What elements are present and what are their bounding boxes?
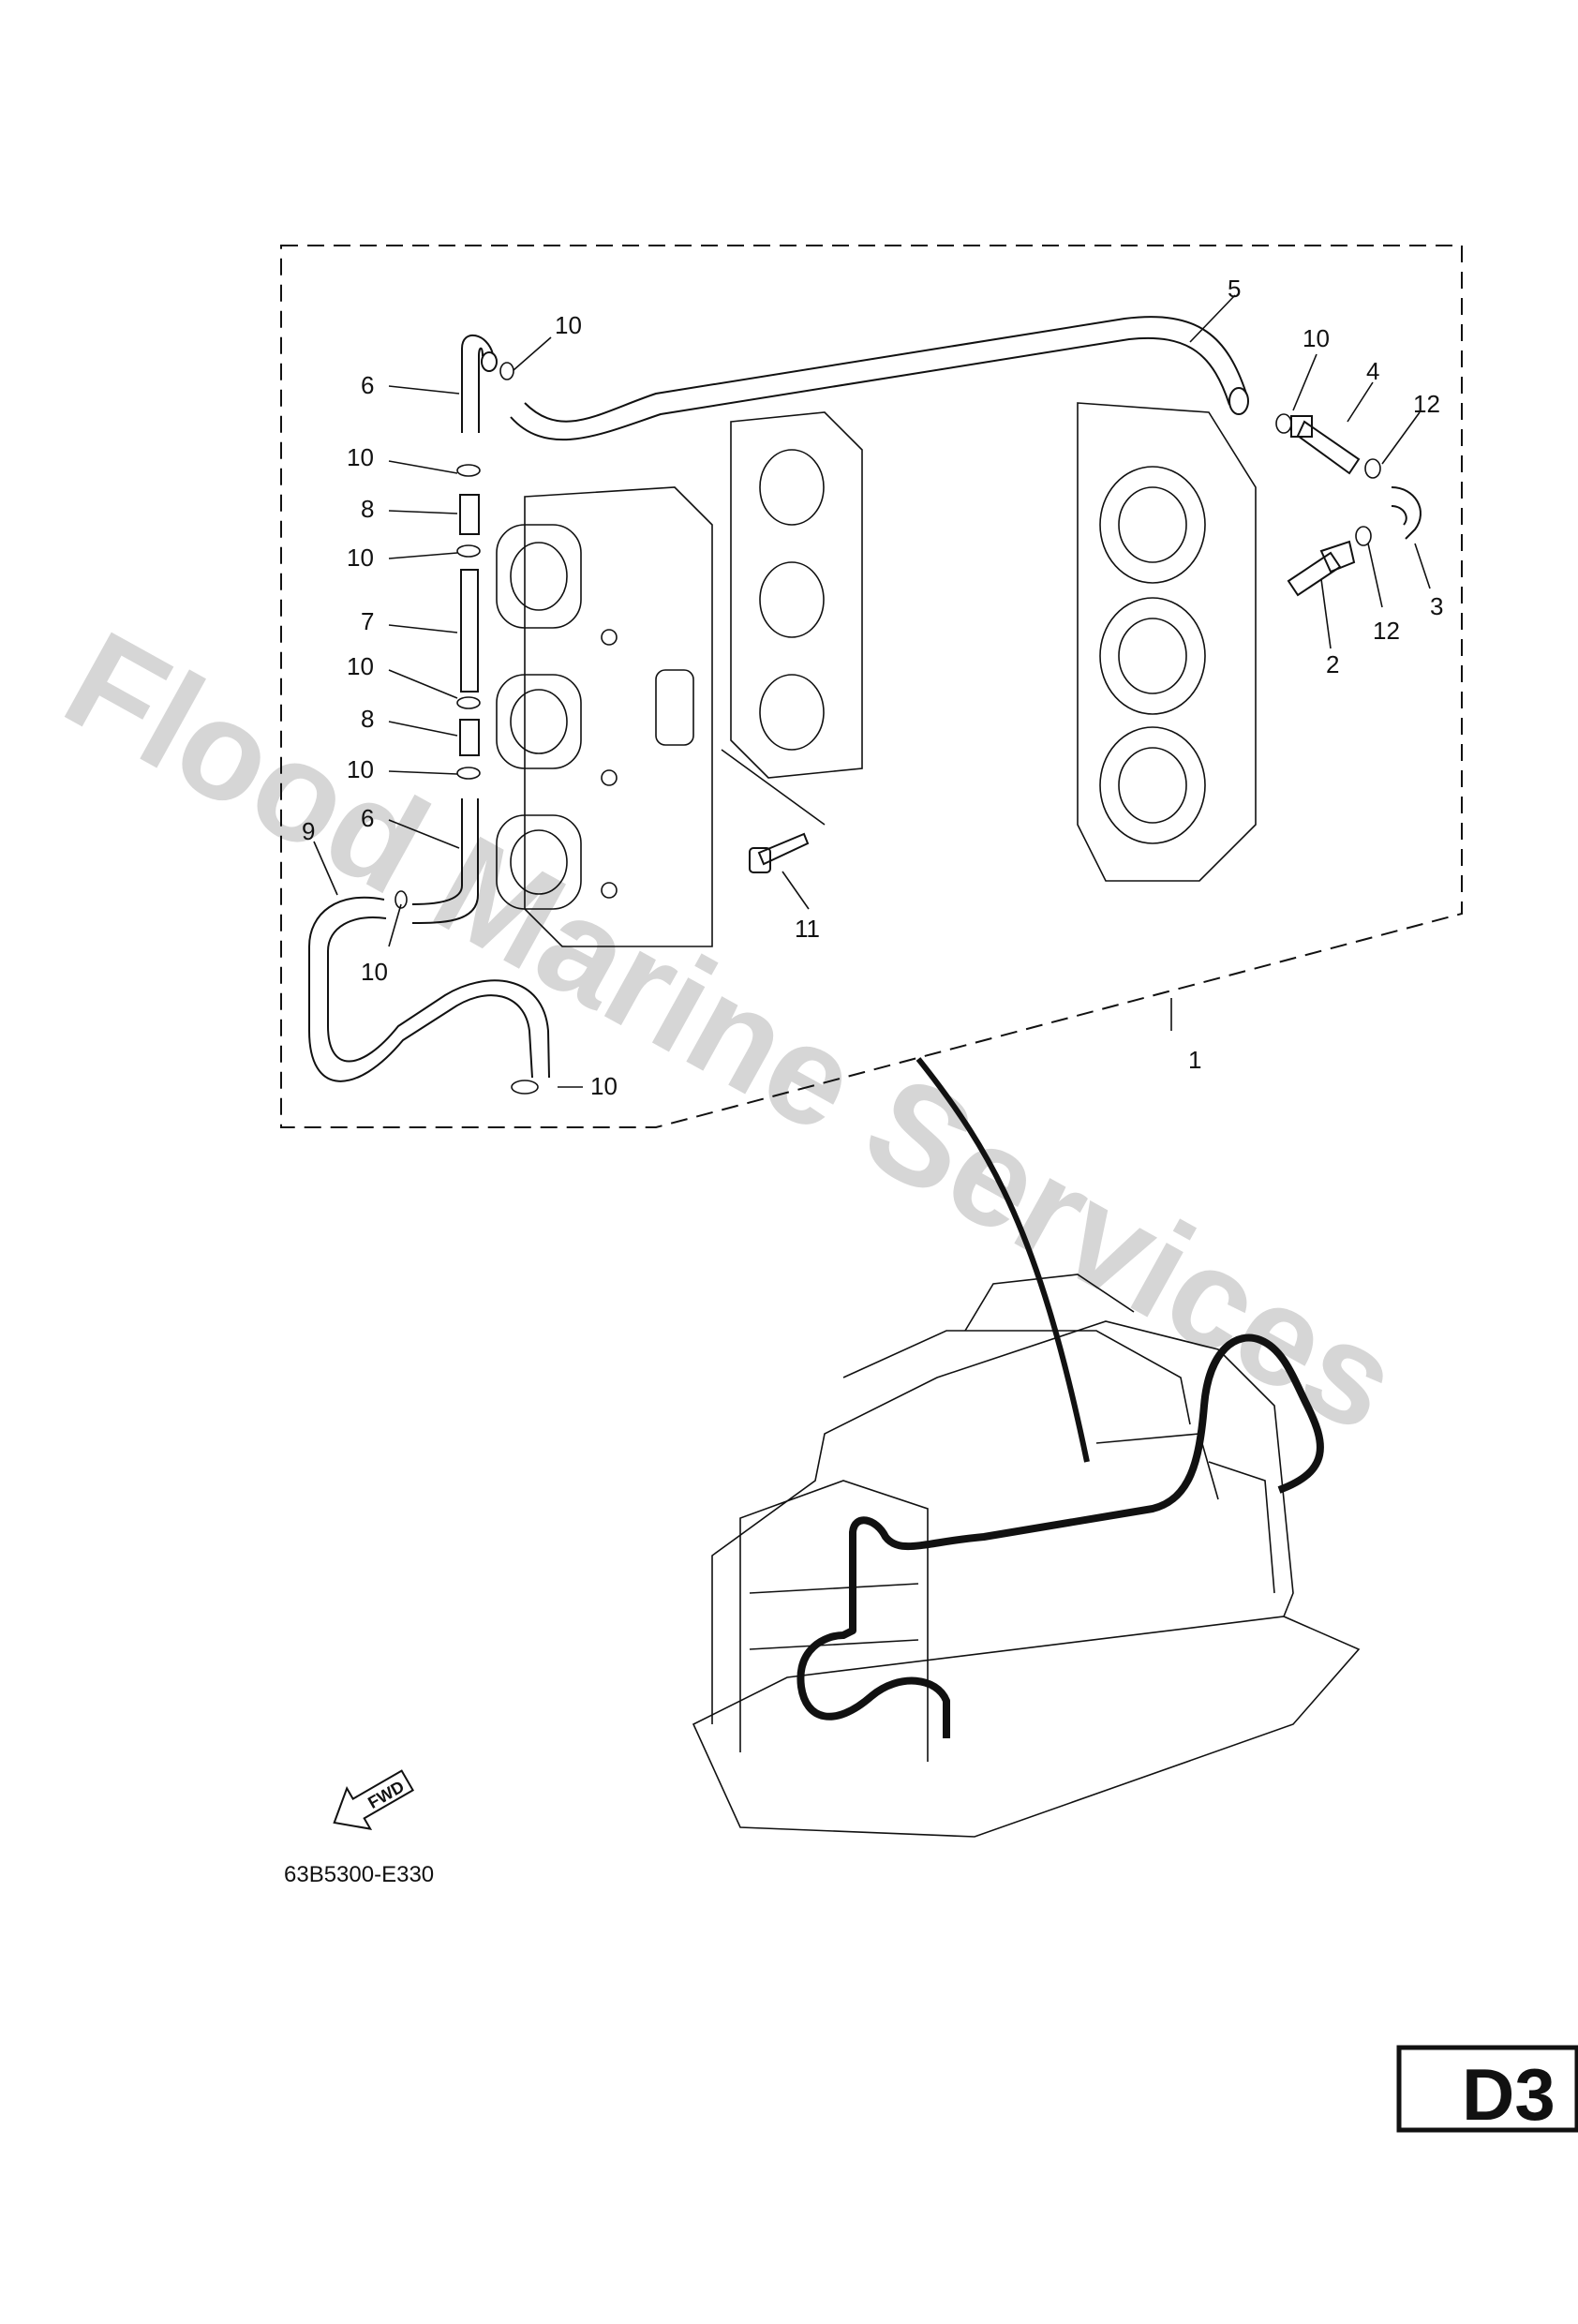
callout-10-d: 10 [347,652,374,680]
callout-10-f: 10 [361,958,388,986]
joint-8 [459,494,480,756]
callout-6-bottom: 6 [361,804,374,832]
callout-1: 1 [1188,1046,1201,1074]
callout-8-bottom: 8 [361,705,374,733]
fwd-arrow-icon [333,1769,415,1830]
callout-10-b: 10 [347,443,374,471]
hose-9 [308,896,550,1082]
hose-routing [916,1057,1090,1463]
callout-10-e: 10 [347,755,374,783]
callout-12-top: 12 [1413,390,1440,418]
callout-7: 7 [361,607,374,635]
callout-5: 5 [1228,275,1241,303]
callout-10-a: 10 [555,311,582,339]
fitting-4 [1290,415,1361,475]
fitting-2 [1287,540,1356,597]
callout-2: 2 [1326,650,1339,678]
engine-powerhead [692,1274,1361,1838]
page-id-box [1396,2045,1578,2133]
bolt-11 [749,832,810,873]
hose-routing-route [796,1333,1324,1738]
carburetor-assembly [496,486,713,947]
hose-7 [460,569,479,693]
callout-10-h: 10 [1303,324,1330,352]
hose-6-top [461,334,498,433]
callout-3: 3 [1430,592,1443,620]
page-id: D3 [1462,2053,1556,2136]
callout-4: 4 [1366,357,1379,385]
part-code: 63B5300-E330 [284,1862,434,1887]
hose-5 [510,316,1249,441]
kit-boundary-dashed [280,245,1463,1128]
cylinder-block [1077,402,1257,882]
callout-6-top: 6 [361,371,374,399]
leader-lines [313,294,1431,1088]
callout-10-g: 10 [590,1072,618,1100]
watermark: Flood Marine Services [41,601,1422,1462]
hose-3 [1391,486,1422,540]
callout-12-bottom: 12 [1373,617,1400,645]
callout-11: 11 [795,915,820,943]
callout-8-top: 8 [361,495,374,523]
callout-9: 9 [302,817,315,845]
hose-6-bottom [411,798,479,924]
callout-10-c: 10 [347,544,374,572]
intake-plate [721,411,863,826]
